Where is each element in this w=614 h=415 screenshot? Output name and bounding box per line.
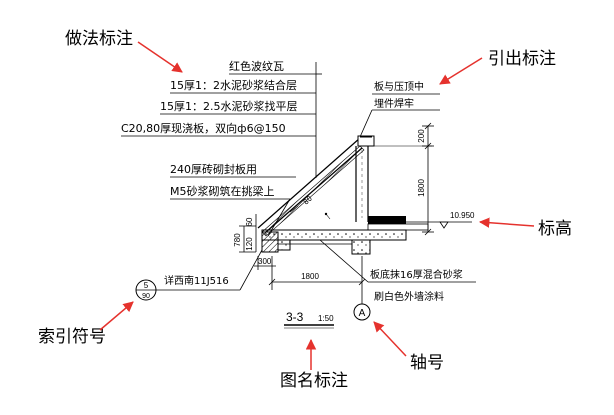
layer-note-4: C20,80厚现浇板，双向ф6@150 bbox=[121, 121, 286, 135]
wall-note-line1: 240厚砖砌封板用 bbox=[170, 162, 257, 176]
dim-120: 120 bbox=[245, 237, 254, 251]
axis-label: A bbox=[359, 308, 366, 319]
joint-note-line1: 板与压顶中 bbox=[374, 80, 424, 93]
axis-symbol: A bbox=[353, 303, 371, 321]
arrow-leader-note bbox=[439, 57, 483, 85]
dim-200: 200 bbox=[417, 129, 426, 143]
rebar-mark-80: 80 bbox=[302, 195, 314, 207]
callout-index-symbol: 索引符号 bbox=[38, 327, 106, 347]
ceiling-note-line1: 板底抹16厚混合砂浆 bbox=[370, 268, 463, 281]
arrow-axis-number bbox=[373, 321, 407, 357]
layer-notes: 红色波纹瓦 15厚1：2水泥砂浆结合层 15厚1：2.5水泥砂浆找平层 C20,… bbox=[121, 59, 322, 178]
wall-note-line2: M5砂浆砌筑在挑梁上 bbox=[170, 184, 275, 198]
dim-1800-vertical: 1800 bbox=[417, 179, 426, 197]
arrow-method-note bbox=[137, 41, 183, 73]
callout-method-note: 做法标注 bbox=[65, 29, 133, 49]
dim-1800-horizontal: 1800 bbox=[301, 272, 319, 281]
figure-title-scale: 1:50 bbox=[318, 314, 334, 323]
dim-300: 300 bbox=[258, 257, 272, 266]
joint-note-line2: 埋件焊牢 bbox=[374, 97, 414, 110]
index-symbol-bottom: 90 bbox=[142, 293, 150, 300]
callout-elevation-mark: 标高 bbox=[538, 219, 572, 239]
layer-note-1: 红色波纹瓦 bbox=[229, 59, 284, 73]
roof-section: 80 bbox=[257, 135, 429, 255]
callout-axis-number: 轴号 bbox=[410, 353, 444, 373]
dim-60: 60 bbox=[245, 217, 254, 226]
index-symbol: 5 90 详西南11J516 bbox=[135, 249, 263, 301]
index-symbol-top: 5 bbox=[144, 281, 149, 290]
dimensions: 200 1800 10.950 780 60 120 300 1800 bbox=[233, 122, 475, 305]
arrow-index-symbol bbox=[99, 301, 134, 331]
ceiling-note-line2: 刷白色外墙涂料 bbox=[374, 290, 444, 303]
callout-figure-title: 图名标注 bbox=[280, 371, 348, 391]
elevation-value: 10.950 bbox=[450, 211, 475, 220]
layer-note-2: 15厚1：2水泥砂浆结合层 bbox=[170, 78, 297, 92]
detail-reference: 详西南11J516 bbox=[164, 274, 229, 287]
arrow-elevation-mark bbox=[478, 217, 535, 228]
figure-title-name: 3-3 bbox=[286, 310, 304, 324]
figure-title: 3-3 1:50 bbox=[284, 310, 334, 329]
callout-leader-note: 引出标注 bbox=[488, 49, 556, 69]
layer-note-3: 15厚1：2.5水泥砂浆找平层 bbox=[160, 99, 298, 113]
dim-780: 780 bbox=[233, 233, 242, 247]
